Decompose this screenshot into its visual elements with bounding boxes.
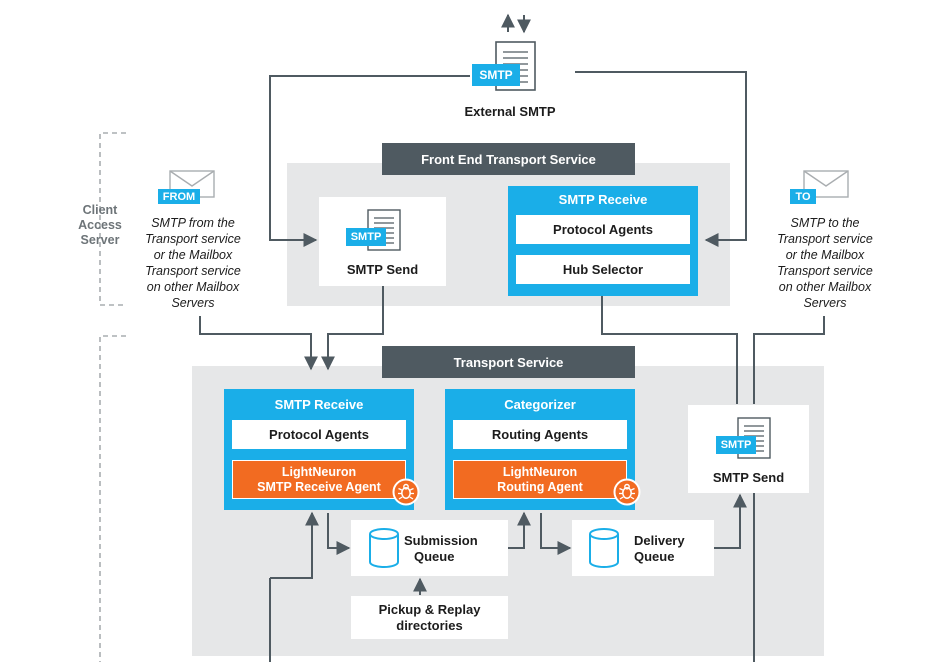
transport-protocol-agents: Protocol Agents (232, 420, 406, 449)
delivery-queue-label: Delivery Queue (634, 533, 685, 564)
pickup-replay-label: Pickup & Replay directories (378, 602, 481, 633)
front-end-transport-header: Front End Transport Service (382, 143, 635, 175)
lightneuron-smtp-receive-agent: LightNeuron SMTP Receive Agent (232, 460, 406, 499)
transport-smtp-doc-icon: SMTP (716, 416, 774, 460)
delivery-to-smtp-send-line (714, 493, 747, 549)
from-note-to-transport-line (199, 316, 318, 371)
transport-smtp-send-label: SMTP Send (712, 470, 785, 485)
receive-to-submission-line (327, 513, 351, 555)
fe-smtp-doc-icon: SMTP (346, 208, 404, 252)
from-tag: FROM (158, 189, 200, 204)
bug-icon (613, 478, 641, 506)
fe-protocol-agents: Protocol Agents (516, 215, 690, 244)
database-icon (366, 526, 402, 570)
smtp-badge: SMTP (716, 436, 756, 454)
hub-selector-to-smtp-send-line (601, 296, 738, 404)
mailbox-bracket (99, 335, 126, 662)
fe-send-to-transport-line (321, 286, 384, 371)
external-smtp-doc-icon: SMTP (472, 40, 538, 92)
transport-service-header: Transport Service (382, 346, 635, 378)
pickup-replay-card (351, 596, 508, 639)
database-icon (586, 526, 622, 570)
fe-smtp-send-label: SMTP Send (346, 262, 419, 277)
external-to-fe-receive-line (575, 71, 747, 247)
client-access-server-label: Client Access Server (78, 203, 122, 247)
categorizer-to-delivery-line (540, 513, 572, 555)
fe-smtp-receive-title: SMTP Receive (558, 192, 648, 207)
submission-queue-label: Submission Queue (404, 533, 478, 564)
smtp-badge: SMTP (346, 228, 386, 246)
client-access-bracket (99, 132, 126, 306)
categorizer-title: Categorizer (504, 397, 576, 412)
bottom-receive-line (270, 511, 319, 579)
to-note-to-smtp-send-line (753, 316, 825, 404)
submission-to-categorizer-line (508, 511, 531, 549)
routing-agents: Routing Agents (453, 420, 627, 449)
lightneuron-routing-agent: LightNeuron Routing Agent (453, 460, 627, 499)
bug-icon (392, 478, 420, 506)
fe-hub-selector: Hub Selector (516, 255, 690, 284)
external-smtp-label: External SMTP (464, 104, 556, 119)
external-to-fe-send-line (269, 75, 470, 247)
transport-smtp-receive-title: SMTP Receive (274, 397, 364, 412)
to-tag: TO (790, 189, 816, 204)
smtp-badge: SMTP (472, 64, 520, 86)
